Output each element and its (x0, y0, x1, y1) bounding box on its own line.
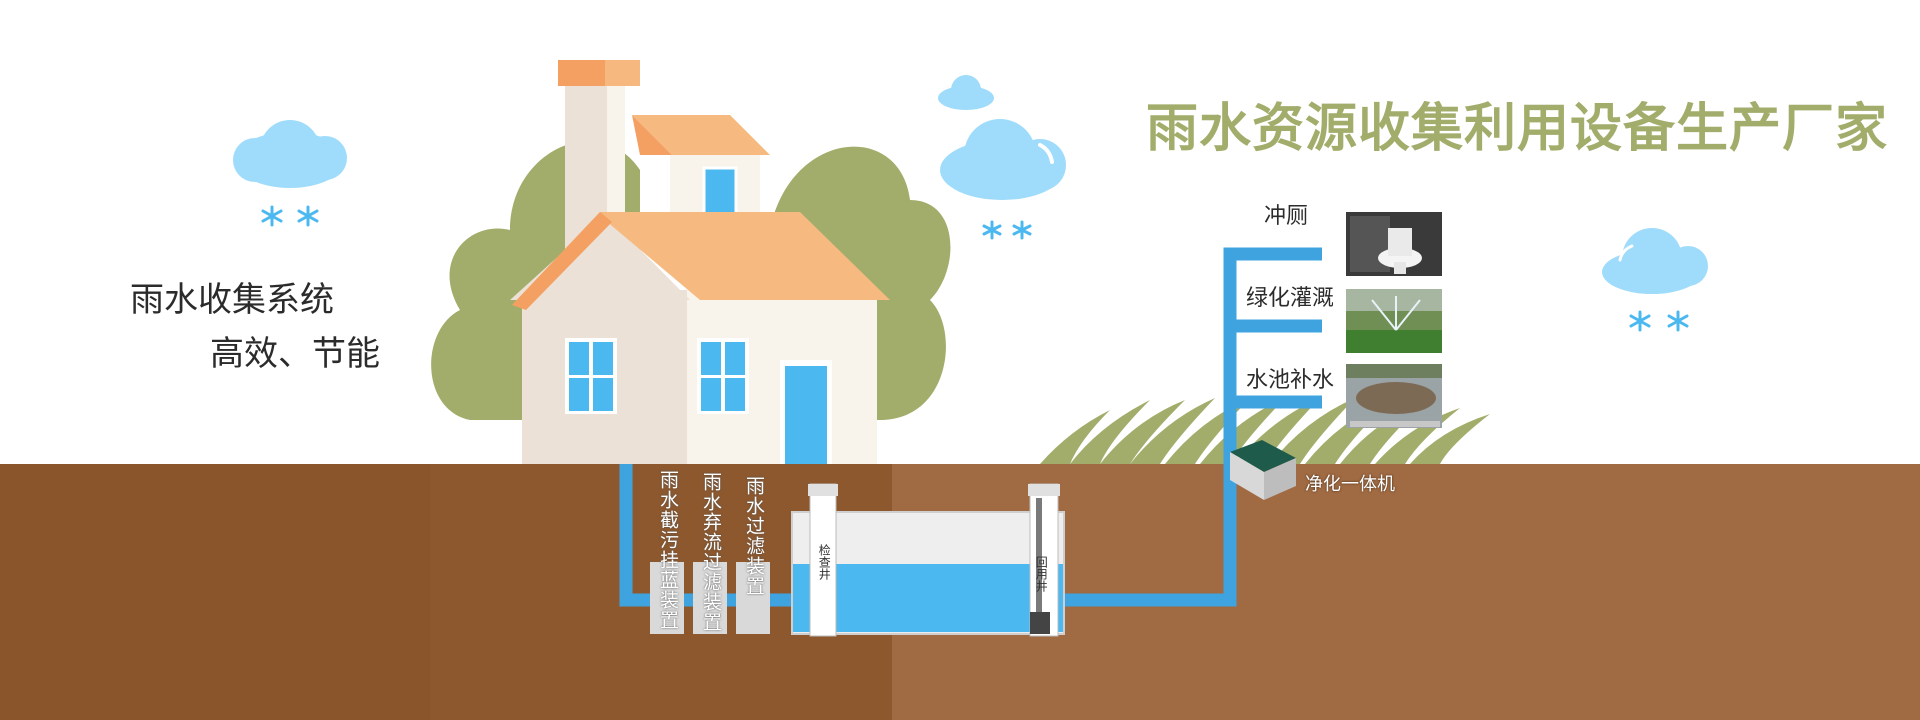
use-label-irrigation: 绿化灌溉 (1246, 286, 1335, 311)
snowflakes (261, 205, 1689, 332)
cloud-left (233, 120, 347, 188)
device-box-2 (693, 562, 727, 634)
toilet-photo (1346, 212, 1442, 276)
device-label-filter: 雨水过滤装置 (743, 476, 765, 596)
slogan-line-2: 高效、节能 (210, 334, 380, 374)
device-box-3 (736, 562, 770, 634)
use-label-toilet: 冲厕 (1264, 204, 1309, 229)
pump-icon (1030, 612, 1050, 634)
inspection-well-label: 检查井 (817, 544, 832, 580)
slogan-line-1: 雨水收集系统 (130, 280, 334, 320)
sprinkler-photo (1346, 289, 1442, 353)
cloud-small (938, 75, 994, 110)
device-label-basket: 雨水截污挂蓝装置 (657, 470, 679, 630)
pond-photo (1346, 364, 1442, 428)
cloud-right (1602, 228, 1708, 294)
purifier-unit (1230, 440, 1296, 500)
purifier-label: 净化一体机 (1305, 474, 1395, 495)
roof (512, 212, 890, 305)
device-label-diversion: 雨水弃流过滤装置 (700, 472, 722, 632)
device-box-1 (650, 562, 684, 634)
cloud-center (940, 119, 1066, 200)
tank-water (792, 564, 1064, 632)
use-label-pool: 水池补水 (1246, 368, 1335, 393)
reuse-well-label: 回用井 (1034, 556, 1049, 592)
house-windows (565, 338, 749, 414)
headline: 雨水资源收集利用设备生产厂家 (1146, 99, 1889, 159)
